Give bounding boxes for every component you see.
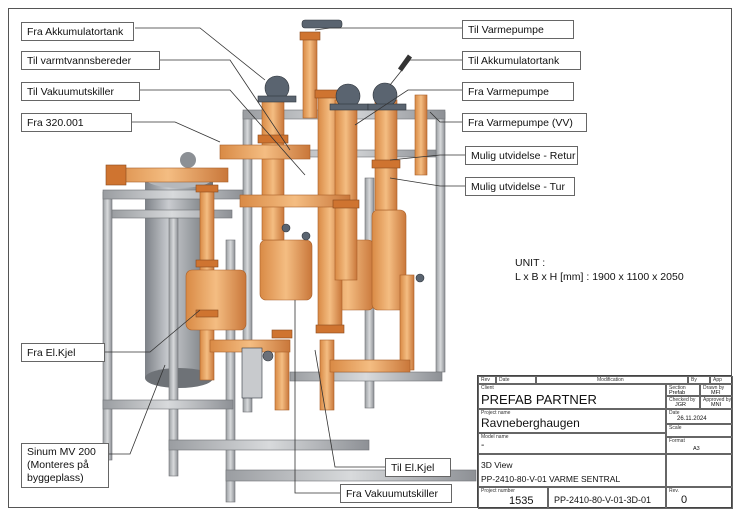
drawing-sheet-border — [8, 8, 732, 508]
callout-fra-akkumulatortank: Fra Akkumulatortank — [21, 22, 134, 41]
tb-approved-by: Approved by MNI — [700, 396, 733, 409]
callout-til-el-kjel: Til El.Kjel — [385, 458, 451, 477]
callout-mulig-utvidelse-retur: Mulig utvidelse - Retur — [465, 146, 578, 165]
tb-header-rev: Rev — [478, 376, 496, 384]
tb-format: Format A3 — [666, 437, 733, 454]
callout-til-varmtvannsbereder: Til varmtvannsbereder — [21, 51, 160, 70]
callout-sinum-mv-200: Sinum MV 200 (Monteres på byggeplass) — [21, 443, 109, 488]
tb-header-date: Date — [496, 376, 536, 384]
callout-til-vakuumutskiller: Til Vakuumutskiller — [21, 82, 140, 101]
callout-fra-vakuumutskiller: Fra Vakuumutskiller — [340, 484, 452, 503]
callout-fra-320-001: Fra 320.001 — [21, 113, 132, 132]
tb-drawn-by: Drawn by MFI — [700, 384, 733, 396]
tb-header-by: By — [688, 376, 710, 384]
tb-date: Date 26.11.2024 — [666, 409, 733, 424]
tb-header-modification: Modification — [536, 376, 688, 384]
tb-drawing-title: 3D View PP-2410-80-V-01 VARME SENTRAL — [478, 454, 666, 487]
tb-header-app: App — [710, 376, 733, 384]
valves — [241, 19, 425, 399]
tb-drawing-number: PP-2410-80-V-01-3D-01 — [548, 487, 666, 509]
tb-scale: Scale — [666, 424, 733, 437]
callout-mulig-utvidelse-tur: Mulig utvidelse - Tur — [465, 177, 575, 196]
leader-lines — [105, 27, 465, 494]
callout-fra-varmepumpe: Fra Varmepumpe — [462, 82, 574, 101]
callout-fra-el-kjel: Fra El.Kjel — [21, 343, 105, 362]
tb-project-name: Project name Ravneberghaugen — [478, 409, 666, 433]
tb-client: Client PREFAB PARTNER — [478, 384, 666, 409]
unit-dimensions: L x B x H [mm] : 1900 x 1100 x 2050 — [515, 271, 684, 283]
title-block: Rev Date Modification By App Client PREF… — [477, 375, 733, 509]
tb-blank — [666, 454, 733, 487]
tb-checked-by: Checked by JGR — [666, 396, 700, 409]
callout-fra-varmepumpe-vv: Fra Varmepumpe (VV) — [462, 113, 587, 132]
unit-label: UNIT : — [515, 257, 546, 269]
tb-project-number: Project number 1535 — [478, 487, 548, 509]
callout-til-varmepumpe: Til Varmepumpe — [462, 20, 574, 39]
callout-til-akkumulatortank: Til Akkumulatortank — [462, 51, 581, 70]
tb-revision: Rev. 0 — [666, 487, 733, 509]
tb-model-name: Model name - — [478, 433, 666, 454]
tb-section: Section Prefab — [666, 384, 700, 396]
